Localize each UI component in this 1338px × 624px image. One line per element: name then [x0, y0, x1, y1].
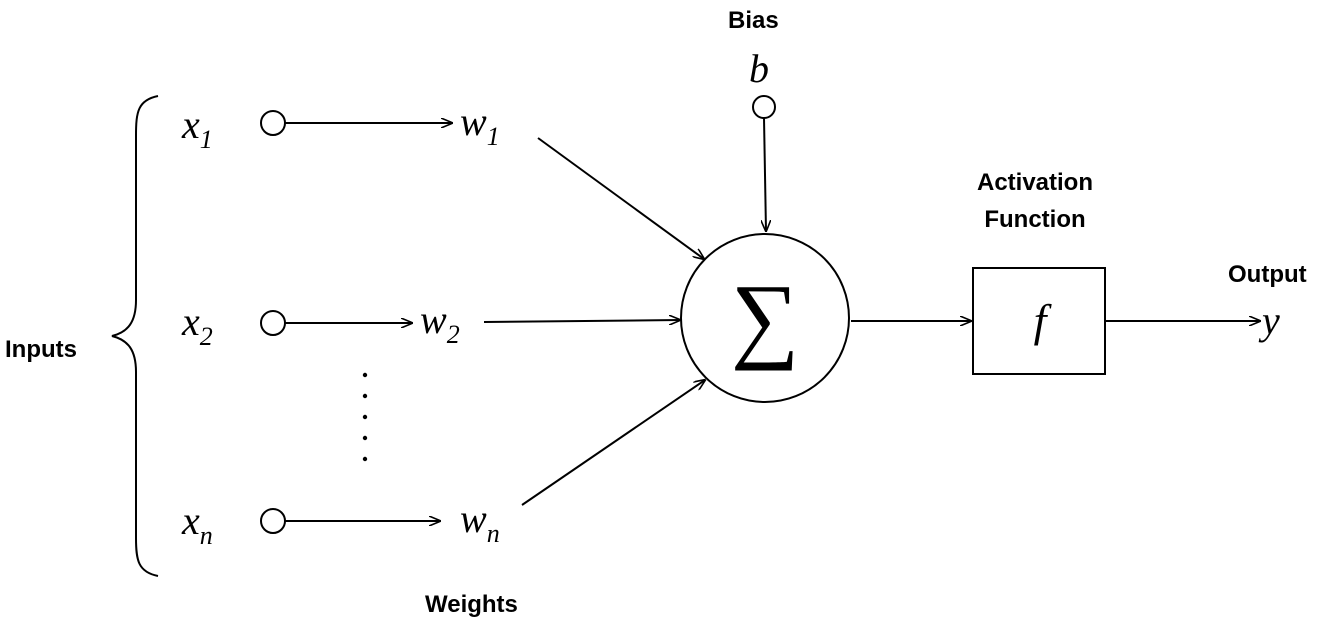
output-symbol: y	[1258, 298, 1280, 343]
weight-n-arrow	[521, 380, 705, 506]
weights-label: Weights	[425, 591, 518, 618]
weight-1-arrow	[537, 137, 704, 259]
bias-label: Bias	[728, 7, 779, 34]
input-node-n	[260, 508, 286, 534]
input-node-1	[260, 110, 286, 136]
output-label: Output	[1228, 261, 1307, 288]
summation-symbol: ∑	[731, 264, 799, 371]
activation-box	[972, 267, 1106, 375]
inputs-brace	[111, 95, 159, 577]
activation-label-line1: Activation	[977, 169, 1093, 196]
bias-node	[752, 95, 776, 119]
activation-label-line2: Function	[984, 206, 1085, 233]
weight-w2-label: w2	[420, 297, 460, 349]
summation-node	[680, 233, 850, 403]
input-x2-label: x2	[181, 299, 213, 351]
weight-w1-label: w1	[460, 99, 500, 151]
bias-arrow	[764, 117, 766, 231]
input-x1-label: x1	[181, 102, 213, 154]
weight-wn-label: wn	[460, 496, 500, 548]
weight-2-arrow	[483, 320, 680, 322]
inputs-label: Inputs	[5, 336, 77, 363]
ellipsis-dots	[362, 372, 368, 462]
input-xn-label: xn	[181, 498, 213, 550]
bias-symbol: b	[749, 46, 769, 91]
input-node-2	[260, 310, 286, 336]
